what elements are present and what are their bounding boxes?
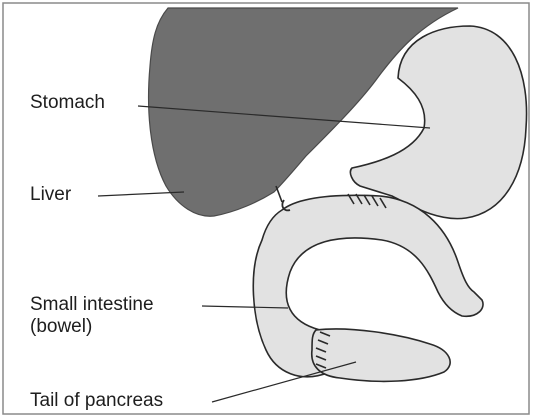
label-liver: Liver xyxy=(30,184,71,206)
label-small-intestine-line2: (bowel) xyxy=(30,316,154,338)
label-small-intestine-line1: Small intestine xyxy=(30,294,154,316)
label-small-intestine: Small intestine (bowel) xyxy=(30,294,154,338)
label-tail-of-pancreas: Tail of pancreas xyxy=(30,390,163,412)
label-stomach: Stomach xyxy=(30,92,105,114)
pancreas-shape xyxy=(312,329,450,381)
bile-duct xyxy=(276,186,282,202)
